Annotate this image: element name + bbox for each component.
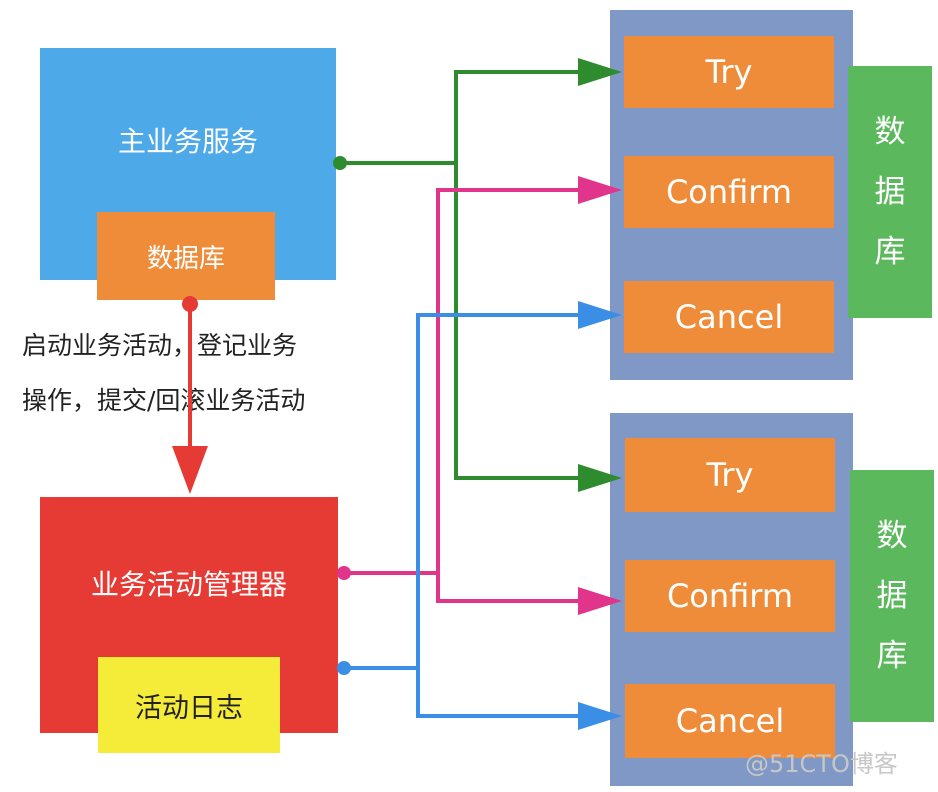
- activity-log: 活动日志: [98, 657, 280, 753]
- db-char: 据: [876, 578, 908, 614]
- db-char: 库: [876, 638, 908, 674]
- register-note-line-1: 启动业务活动，登记业务: [22, 331, 298, 360]
- register-note: 启动业务活动，登记业务 操作，提交/回滚业务活动: [22, 318, 422, 428]
- db-char: 库: [874, 234, 906, 270]
- cancel-connector: [337, 301, 622, 730]
- try-arrowhead-1: [578, 58, 622, 86]
- confirm-connector: [337, 176, 622, 615]
- activity-manager-title: 业务活动管理器: [90, 568, 287, 601]
- participant-2-confirm: Confirm: [625, 560, 835, 632]
- participant-1-confirm: Confirm: [624, 156, 834, 228]
- main-service-database: 数据库: [97, 212, 275, 300]
- register-connector: [172, 296, 208, 494]
- participant-1-try: Try: [624, 36, 834, 108]
- cancel-arrowhead-2: [578, 702, 622, 730]
- try-arrowhead-2: [578, 464, 622, 492]
- participant-2-database: 数 据 库: [850, 470, 934, 722]
- confirm-arrowhead-2: [578, 587, 622, 615]
- participant-2-cancel: Cancel: [625, 684, 835, 758]
- register-note-line-2: 操作，提交/回滚业务活动: [22, 386, 306, 415]
- db-char: 据: [874, 174, 906, 210]
- db-char: 数: [876, 518, 908, 554]
- register-arrowhead: [172, 446, 208, 494]
- confirm-arrowhead-1: [578, 176, 622, 204]
- try-connector: [333, 58, 622, 492]
- participant-2-try: Try: [625, 438, 835, 512]
- main-service-title: 主业务服务: [117, 125, 258, 158]
- participant-1-cancel: Cancel: [624, 281, 834, 353]
- db-char: 数: [874, 114, 906, 150]
- watermark: @51CTO博客: [745, 750, 898, 778]
- cancel-arrowhead-1: [578, 301, 622, 329]
- participant-1-database: 数 据 库: [848, 66, 932, 318]
